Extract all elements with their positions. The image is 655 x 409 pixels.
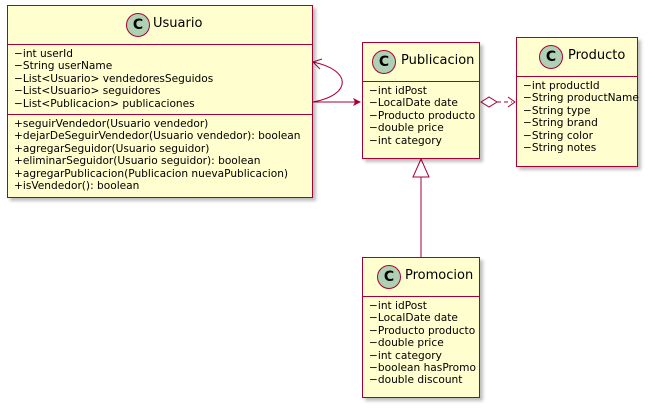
attribute: −String brand <box>523 117 598 130</box>
attribute: −String color <box>523 129 593 142</box>
attribute: −int idPost <box>369 300 427 312</box>
inheritance-triangle <box>412 157 430 178</box>
attribute: −List<Usuario> vendedoresSeguidos <box>14 72 214 85</box>
class-header: C Publicacion <box>363 43 479 82</box>
attribute: −double price <box>369 337 444 350</box>
class-usuario[interactable]: C Usuario −int userId −String userName −… <box>7 5 313 198</box>
attribute: −double discount <box>369 374 463 387</box>
attribute: −String type <box>523 104 591 117</box>
attribute: −double price <box>369 122 444 135</box>
aggregation-diamond <box>480 96 498 108</box>
class-badge-icon: C <box>126 13 150 37</box>
self-association-line-usuario <box>312 61 343 103</box>
class-badge-icon: C <box>372 50 396 74</box>
attribute: −Producto producto <box>369 324 476 337</box>
attribute-list: −int userId −String userName −List<Usuar… <box>8 45 312 116</box>
association-arrowhead <box>353 98 361 106</box>
attribute: −Producto producto <box>369 109 476 122</box>
attribute: −String notes <box>523 142 597 155</box>
attribute: −String userName <box>14 60 113 73</box>
attribute: −String productName <box>523 92 639 105</box>
class-badge-icon: C <box>539 45 563 69</box>
class-header: C Promocion <box>363 258 479 297</box>
class-header: C Producto <box>517 38 637 77</box>
method: +agregarPublicacion(Publicacion nuevaPub… <box>14 167 289 180</box>
class-name: Promocion <box>405 268 474 283</box>
method: +isVendedor(): boolean <box>14 180 140 193</box>
class-producto[interactable]: C Producto −int productId −String produc… <box>516 37 639 167</box>
class-header: C Usuario <box>8 6 312 45</box>
aggregation-arrowhead <box>507 96 516 108</box>
attribute: −List<Publicacion> publicaciones <box>14 97 195 110</box>
method: +seguirVendedor(Usuario vendedor) <box>14 118 209 131</box>
class-publicacion[interactable]: C Publicacion −int idPost −LocalDate dat… <box>362 42 480 159</box>
attribute: −List<Usuario> seguidores <box>14 85 161 98</box>
class-name: Usuario <box>153 16 203 31</box>
method: +dejarDeSeguirVendedor(Usuario vendedor)… <box>14 130 301 143</box>
method: +eliminarSeguidor(Usuario seguidor): boo… <box>14 155 261 168</box>
attribute: −int userId <box>14 48 74 60</box>
class-promocion[interactable]: C Promocion −int idPost −LocalDate date … <box>362 257 480 398</box>
attribute: −int category <box>369 349 442 362</box>
attribute: −int idPost <box>369 85 427 97</box>
attribute: −LocalDate date <box>369 97 458 110</box>
attribute-list: −int idPost −LocalDate date −Producto pr… <box>363 82 479 151</box>
attribute: −boolean hasPromo <box>369 362 476 375</box>
class-name: Publicacion <box>401 53 475 68</box>
class-badge-icon: C <box>377 265 401 289</box>
method: +agregarSeguidor(Usuario seguidor) <box>14 142 210 155</box>
attribute-list: −int idPost −LocalDate date −Producto pr… <box>363 297 479 391</box>
method-list: +seguirVendedor(Usuario vendedor) +dejar… <box>8 115 312 196</box>
class-name: Producto <box>568 48 626 63</box>
self-association-arrowhead <box>312 58 323 70</box>
attribute: −int productId <box>523 80 600 92</box>
attribute-list: −int productId −String productName −Stri… <box>517 77 639 158</box>
attribute: −LocalDate date <box>369 312 458 325</box>
attribute: −int category <box>369 134 442 147</box>
